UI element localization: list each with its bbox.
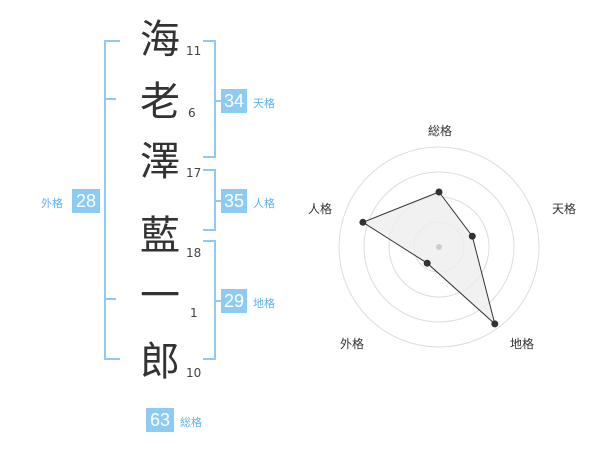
gaikaku-score: 28 [72, 189, 100, 213]
tenkaku-score: 34 [221, 89, 247, 113]
stroke-count-1: 11 [186, 44, 202, 58]
tenkaku-label: 天格 [253, 97, 275, 110]
radar-label-tenkaku: 天格 [552, 202, 577, 216]
soukaku-label: 総格 [180, 416, 202, 429]
name-char-4: 藍 [140, 213, 180, 259]
radar-label-chikaku: 地格 [510, 337, 535, 351]
stroke-count-4: 18 [186, 246, 202, 260]
radar-polygon [361, 191, 496, 326]
stroke-count-2: 6 [188, 106, 196, 120]
radar-point-3 [491, 320, 499, 328]
jinkaku-label: 人格 [253, 197, 275, 210]
radar-point-1 [435, 188, 443, 196]
soukaku-score: 63 [146, 408, 174, 432]
radar-point-2 [468, 232, 476, 240]
stroke-count-5: 1 [190, 306, 198, 320]
chikaku-label: 地格 [253, 297, 275, 310]
radar-center-dot [436, 244, 442, 250]
name-char-3: 澤 [140, 139, 180, 185]
radar-label-soukaku: 総格 [428, 124, 453, 138]
jinkaku-score: 35 [221, 189, 247, 213]
name-char-1: 海 [140, 17, 180, 63]
radar-label-gaikaku: 外格 [340, 337, 365, 351]
radar-point-5 [359, 218, 367, 226]
gaikaku-label: 外格 [41, 197, 63, 210]
name-char-6: 郎 [140, 339, 180, 385]
name-char-5: 一 [140, 273, 180, 319]
radar-label-jinkaku: 人格 [308, 202, 333, 216]
stroke-count-6: 10 [186, 366, 202, 380]
radar-point-4 [423, 259, 431, 267]
stroke-count-3: 17 [186, 166, 202, 180]
radar-ring [363, 171, 515, 323]
radar-ring [338, 146, 540, 348]
name-char-2: 老 [140, 79, 180, 125]
chikaku-score: 29 [221, 289, 247, 313]
